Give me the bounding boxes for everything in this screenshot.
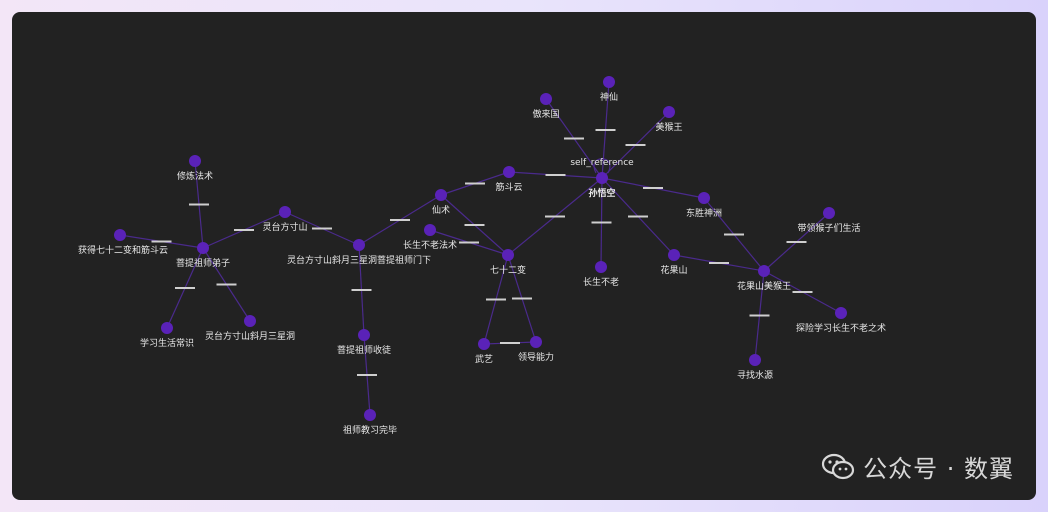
node-label-dailinghouzi: 带领猴子们生活: [797, 222, 860, 234]
node-label-zushijiaoxi: 祖师教习完毕: [343, 424, 397, 436]
edge-label-marker: [625, 144, 646, 146]
node-label-aolaiguo: 傲来国: [532, 108, 559, 120]
node-putishoutu[interactable]: [358, 329, 370, 341]
node-lingtaifangcunshan[interactable]: [279, 206, 291, 218]
edge-label-marker: [792, 291, 813, 293]
edge-label-marker: [709, 262, 729, 264]
node-label-changshengbulaofashu: 长生不老法术: [403, 239, 457, 251]
edge-label-marker: [564, 137, 584, 140]
node-label-huaguoshan: 花果山: [660, 264, 687, 276]
edge-label-marker: [545, 215, 565, 218]
node-label-xuexishenghuo: 学习生活常识: [140, 337, 194, 349]
node-tanxian[interactable]: [835, 307, 847, 319]
node-xianshu[interactable]: [435, 189, 447, 201]
node-xiulianfashu[interactable]: [189, 155, 201, 167]
graph-canvas: self_reference 孙悟空 神仙傲来国美猴王筋斗云东胜神洲 仙术长生不老法术…: [12, 12, 1036, 500]
node-label-putishoutu: 菩提祖师收徒: [337, 344, 391, 356]
edge-label-marker: [464, 224, 485, 226]
self-reference-label: self_reference: [570, 158, 634, 168]
node-meihouwang[interactable]: [663, 106, 675, 118]
edge-label-marker: [545, 174, 566, 176]
edge-label-marker: [189, 203, 209, 206]
watermark-text: 公众号 · 数翼: [863, 455, 1014, 483]
node-xuexishenghuo[interactable]: [161, 322, 173, 334]
node-aolaiguo[interactable]: [540, 93, 552, 105]
node-huaguoshanmeihouwang[interactable]: [758, 265, 770, 277]
node-label-lingdaonengli: 领导能力: [518, 351, 554, 363]
edge-label-marker: [595, 129, 616, 131]
watermark: 公众号 · 数翼: [821, 449, 1014, 484]
node-label-huode72: 获得七十二变和筋斗云: [78, 244, 168, 256]
node-zushijiaoxi[interactable]: [364, 409, 376, 421]
node-label-lingtaiXieyue: 灵台方寸山斜月三星洞: [205, 330, 295, 342]
edge-label-marker: [312, 227, 332, 230]
node-changshengbulao[interactable]: [595, 261, 607, 273]
node-label-changshengbulao: 长生不老: [583, 276, 619, 288]
node-huode72[interactable]: [114, 229, 126, 241]
node-label-xianshu: 仙术: [432, 204, 450, 216]
edge-label-marker: [591, 221, 612, 224]
node-dailinghouzi[interactable]: [823, 207, 835, 219]
node-label-xiulianfashu: 修炼法术: [177, 170, 213, 182]
node-label-lingtaiMenxia: 灵台方寸山斜月三星洞菩提祖师门下: [287, 254, 431, 266]
wechat-icon: [822, 453, 855, 479]
edge-label-marker: [151, 240, 172, 243]
edge-label-marker: [216, 283, 237, 286]
edge-label-marker: [175, 287, 195, 289]
node-label-shenxian: 神仙: [600, 91, 618, 103]
node-shenxian[interactable]: [603, 76, 615, 88]
node-label-xunzhaoshuiyuan: 寻找水源: [737, 369, 773, 381]
node-label-meihouwang: 美猴王: [655, 121, 682, 133]
edge-label-marker: [465, 182, 485, 185]
node-jindouyun[interactable]: [503, 166, 515, 178]
node-label-putizushidizi: 菩提祖师弟子: [176, 257, 230, 269]
node-dongshengshenzhou[interactable]: [698, 192, 710, 204]
node-label-tanxian: 探险学习长生不老之术: [796, 322, 886, 334]
node-lingtaiMenxia[interactable]: [353, 239, 365, 251]
edge-label-marker: [749, 314, 770, 317]
edge-label-marker: [486, 298, 506, 301]
node-label-wuyi: 武艺: [475, 353, 493, 365]
edge-label-marker: [351, 289, 372, 291]
edge-label-marker: [724, 233, 744, 236]
edge-label-marker: [459, 241, 479, 244]
node-label-dongshengshenzhou: 东胜神洲: [686, 207, 722, 219]
edge-label-marker: [786, 241, 807, 243]
node-wuyi[interactable]: [478, 338, 490, 350]
edge-label-marker: [390, 219, 410, 221]
edge-label-marker: [357, 374, 377, 376]
edge-label-marker: [500, 342, 520, 344]
edge-label-marker: [643, 187, 663, 189]
edge-label-marker: [512, 297, 532, 300]
node-qishierbian[interactable]: [502, 249, 514, 261]
node-huaguoshan[interactable]: [668, 249, 680, 261]
node-putizushidizi[interactable]: [197, 242, 209, 254]
node-label-huaguoshanmeihouwang: 花果山美猴王: [737, 280, 791, 292]
node-label-sunwukong: 孙悟空: [588, 187, 615, 199]
node-lingtaiXieyue[interactable]: [244, 315, 256, 327]
node-xunzhaoshuiyuan[interactable]: [749, 354, 761, 366]
node-changshengbulaofashu[interactable]: [424, 224, 436, 236]
edge-label-marker: [628, 215, 648, 218]
edge-label-marker: [234, 229, 254, 231]
node-label-jindouyun: 筋斗云: [495, 181, 522, 193]
self-reference-loop: [593, 158, 611, 174]
node-lingdaonengli[interactable]: [530, 336, 542, 348]
node-label-qishierbian: 七十二变: [490, 264, 526, 276]
node-label-lingtaifangcunshan: 灵台方寸山: [262, 221, 307, 233]
node-sunwukong[interactable]: [596, 172, 608, 184]
